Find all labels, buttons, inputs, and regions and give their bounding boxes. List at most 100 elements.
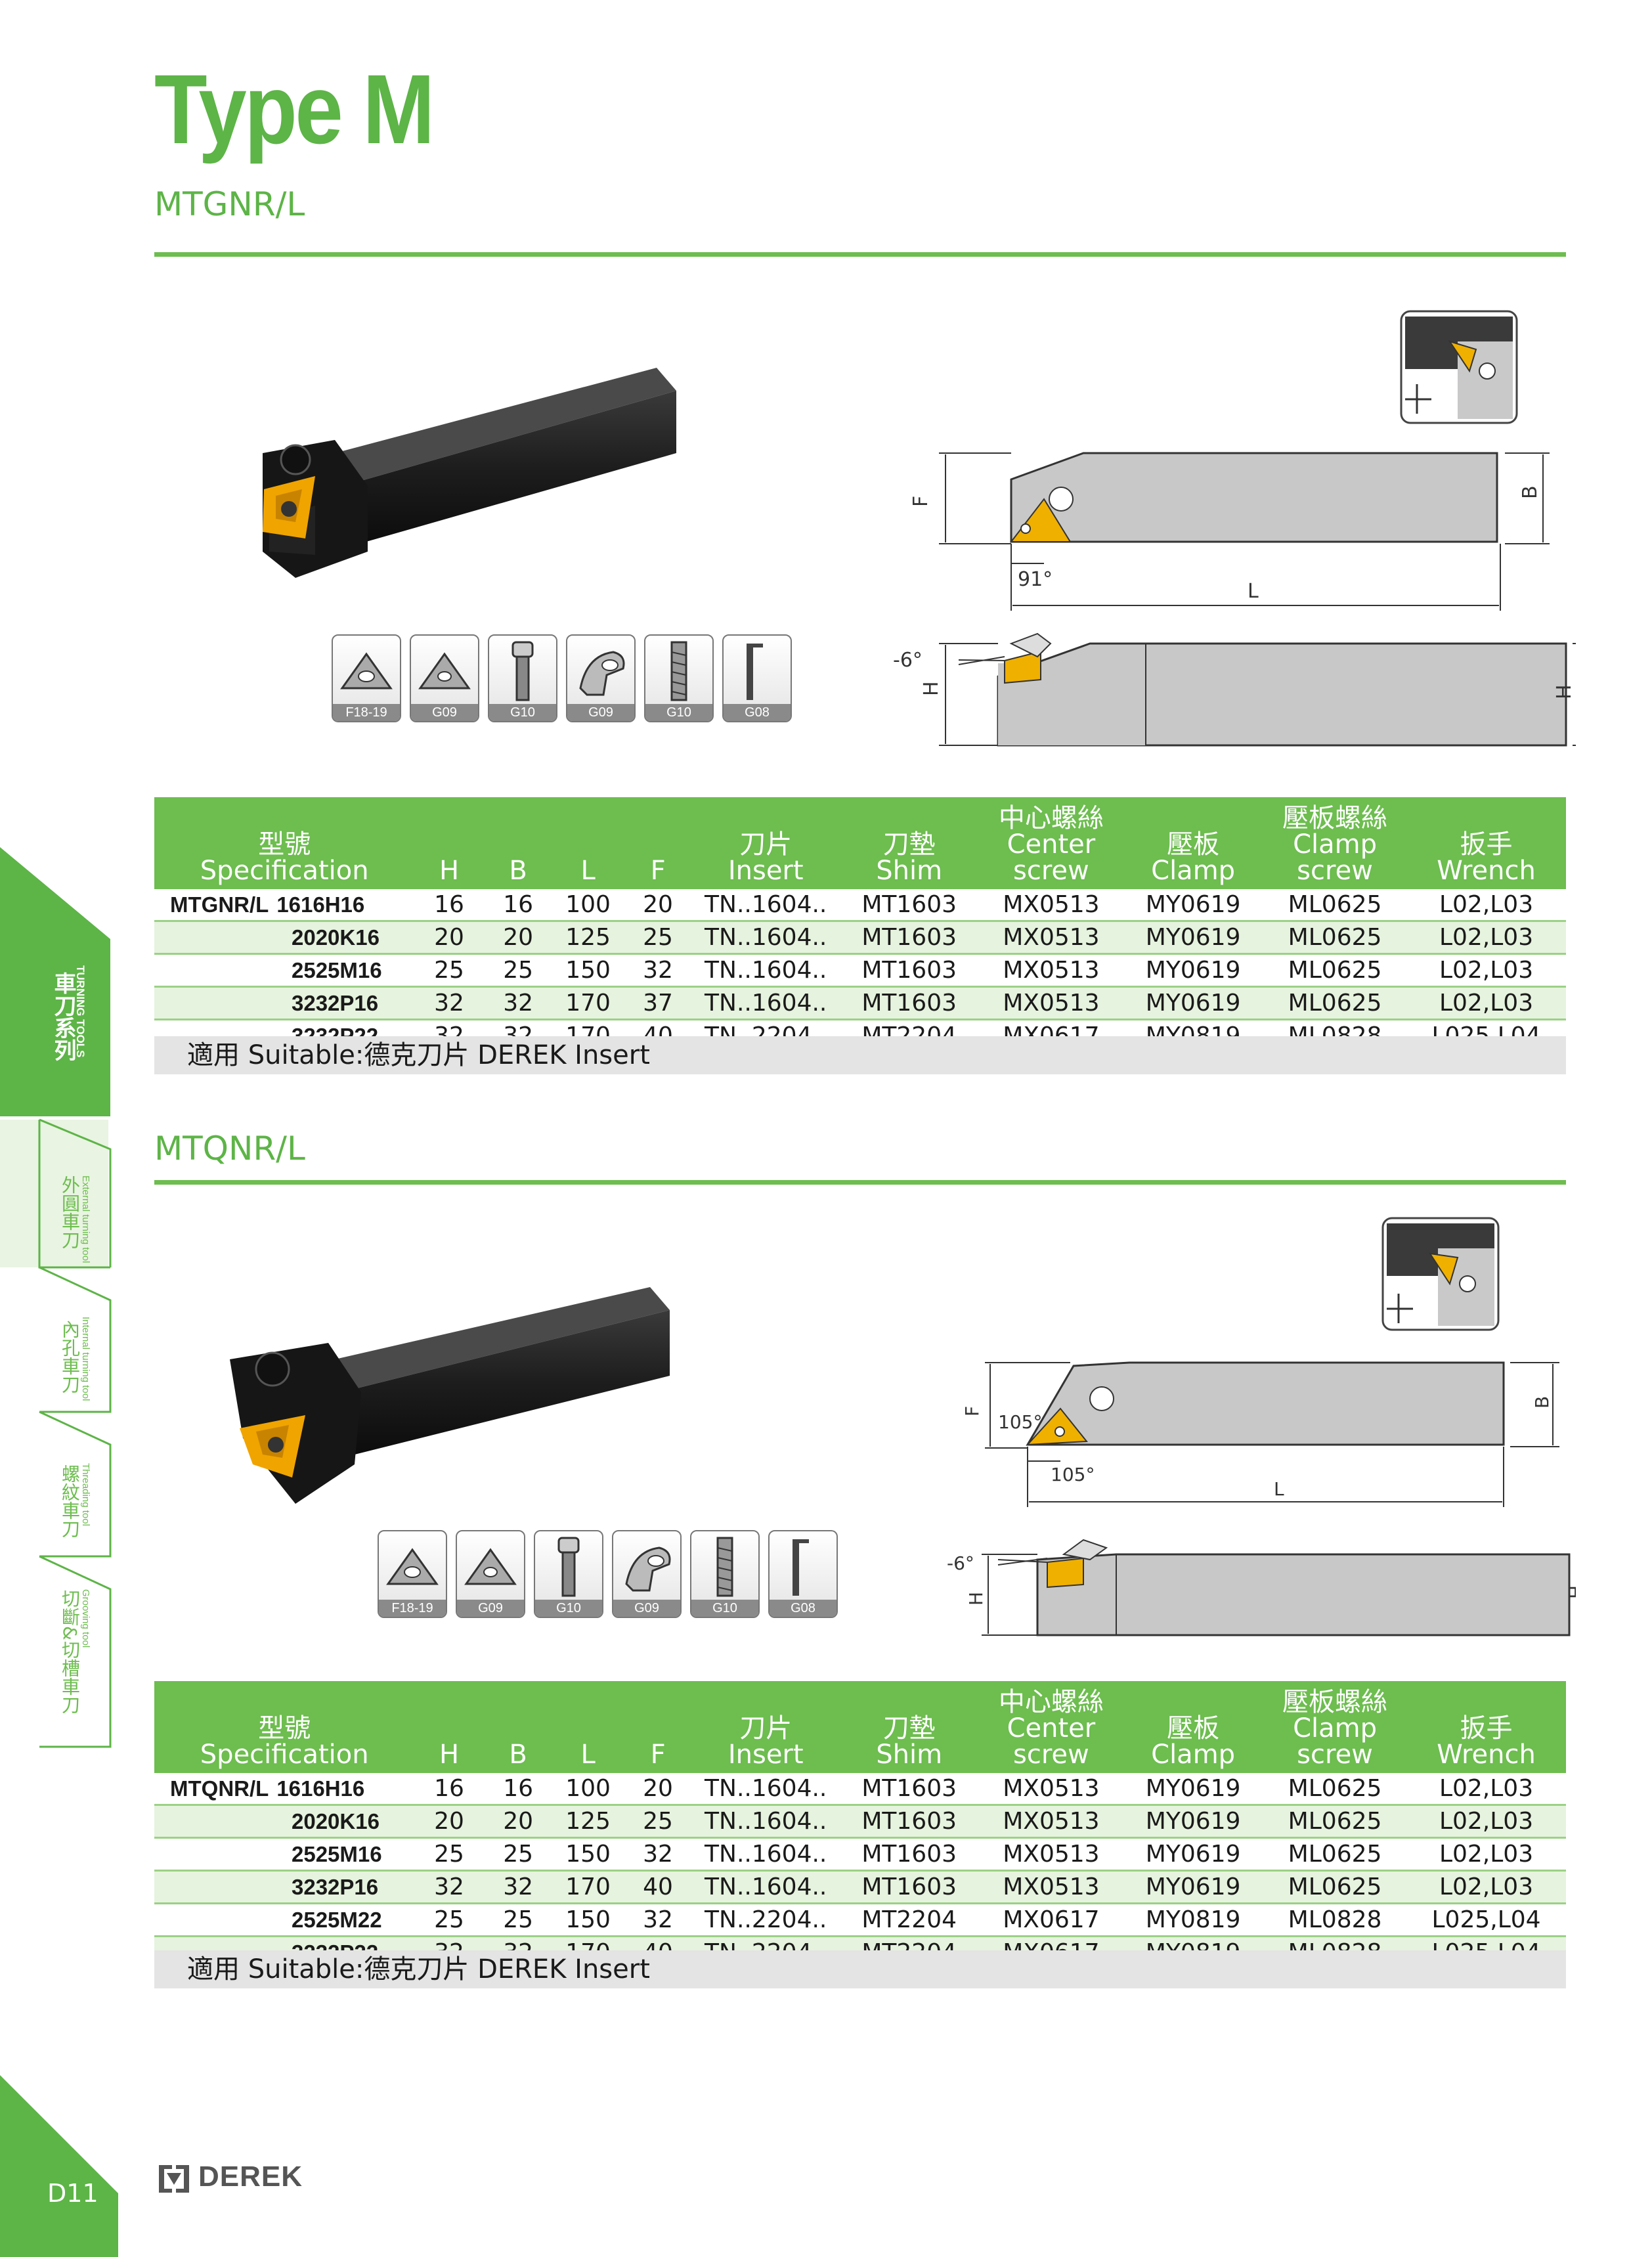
table-cell: 25 [414,1903,484,1937]
table-cell: 170 [552,1870,624,1904]
svg-text:91°: 91° [1018,568,1053,591]
table-cell: TN..2204.. [692,1903,839,1937]
table-cell: MX0513 [979,1805,1123,1839]
dimension-diagram-mtgnr: F B L 91° H H -6° [893,310,1576,747]
table-cell: 32 [623,1903,693,1937]
suitable-note: 適用 Suitable:德克刀片 DEREK Insert [154,1036,1566,1074]
svg-text:F: F [961,1406,983,1416]
table-cell: MY0619 [1123,1773,1264,1806]
table-cell: 25 [414,953,484,988]
table-cell: L02,L03 [1406,1773,1566,1806]
table-cell: 100 [552,889,624,922]
model-name: MTQNR/L [170,1776,269,1801]
accessory-center-screw-icon: G10 [534,1530,603,1618]
sidebar-tabs [0,847,112,1748]
section-divider [154,1180,1566,1185]
spec-code-cell: 2525M16 [154,953,415,988]
table-cell: MT1603 [838,953,980,988]
table-cell: ML0625 [1263,986,1407,1020]
table-cell: 170 [552,986,624,1020]
spec-code-cell: 2020K16 [154,921,415,955]
table-cell: 16 [483,889,553,922]
spec-code: 2020K16 [292,925,380,950]
table-cell: TN..1604.. [692,921,839,955]
table-cell: MT1603 [838,1837,980,1872]
derek-logo-icon [159,2165,189,2193]
table-cell: MX0513 [979,1870,1123,1904]
table-cell: 16 [414,889,484,922]
table-cell: 16 [414,1773,484,1806]
svg-text:L: L [1248,580,1259,603]
sidebar-item-grooving[interactable]: 切斷&切槽車刀 [59,1589,81,1714]
table-cell: MY0619 [1123,1805,1264,1839]
sidebar-main-label-en: TURNING TOOLS [74,965,87,1058]
table-cell: MY0619 [1123,889,1264,922]
table-cell: MY0819 [1123,1903,1264,1937]
table-cell: L025,L04 [1406,1903,1566,1937]
sidebar-item-threading[interactable]: 螺紋車刀 [59,1464,81,1538]
tool-holder-photo-mtqnr [230,1287,670,1504]
table-cell: TN..1604.. [692,1773,839,1806]
table-cell: ML0625 [1263,1870,1407,1904]
table-cell: 32 [623,953,693,988]
table-cell: L02,L03 [1406,1837,1566,1872]
table-cell: MT1603 [838,1805,980,1839]
table-cell: L02,L03 [1406,1805,1566,1839]
table-cell: TN..1604.. [692,889,839,922]
table-cell: L02,L03 [1406,921,1566,955]
table-cell: 150 [552,1903,624,1937]
table-cell: TN..1604.. [692,1837,839,1872]
spec-code: 2020K16 [292,1809,380,1833]
table-cell: 25 [623,921,693,955]
accessory-insert-icon: G09 [410,634,479,722]
spec-code-cell: 2020K16 [154,1805,415,1839]
table-cell: ML0625 [1263,921,1407,955]
table-cell: MX0513 [979,953,1123,988]
table-cell: MX0617 [979,1903,1123,1937]
table-cell: MT1603 [838,986,980,1020]
table-cell: TN..1604.. [692,1870,839,1904]
table-cell: TN..1604.. [692,1805,839,1839]
sidebar-item-internal[interactable]: 內孔車刀 [59,1320,81,1393]
accessory-clamp-icon: G09 [566,634,636,722]
dimension-diagram-mtqnr: F 105° B L 105° H H -6° [947,1217,1576,1636]
svg-text:B: B [1531,1396,1553,1409]
table-cell: MY0619 [1123,1870,1264,1904]
page-number: D11 [47,2179,98,2208]
table-cell: ML0828 [1263,1903,1407,1937]
table-cell: 40 [623,1870,693,1904]
table-cell: 125 [552,1805,624,1839]
table-cell: MY0619 [1123,921,1264,955]
table-cell: 37 [623,986,693,1020]
spec-code: 2525M16 [292,1842,382,1866]
table-cell: MT1603 [838,889,980,922]
table-cell: L02,L03 [1406,953,1566,988]
table-cell: MT1603 [838,1870,980,1904]
table-cell: TN..1604.. [692,986,839,1020]
svg-text:H: H [965,1592,987,1606]
brand-name: DEREK [198,2160,303,2193]
svg-text:L: L [1274,1478,1284,1500]
table-cell: 100 [552,1773,624,1806]
suitable-note: 適用 Suitable:德克刀片 DEREK Insert [154,1950,1566,1988]
sidebar-item-external[interactable]: 外圓車刀 [59,1175,81,1249]
table-cell: MX0513 [979,921,1123,955]
svg-text:105°: 105° [998,1411,1042,1433]
accessory-clamp-screw-icon: G10 [644,634,714,722]
tool-holder-photo-mtgnr [263,368,676,578]
table-cell: 25 [483,1837,553,1872]
table-cell: MY0619 [1123,1837,1264,1872]
table-cell: 32 [623,1837,693,1872]
sidebar-main-label[interactable]: 車刀系列 [50,972,76,1061]
